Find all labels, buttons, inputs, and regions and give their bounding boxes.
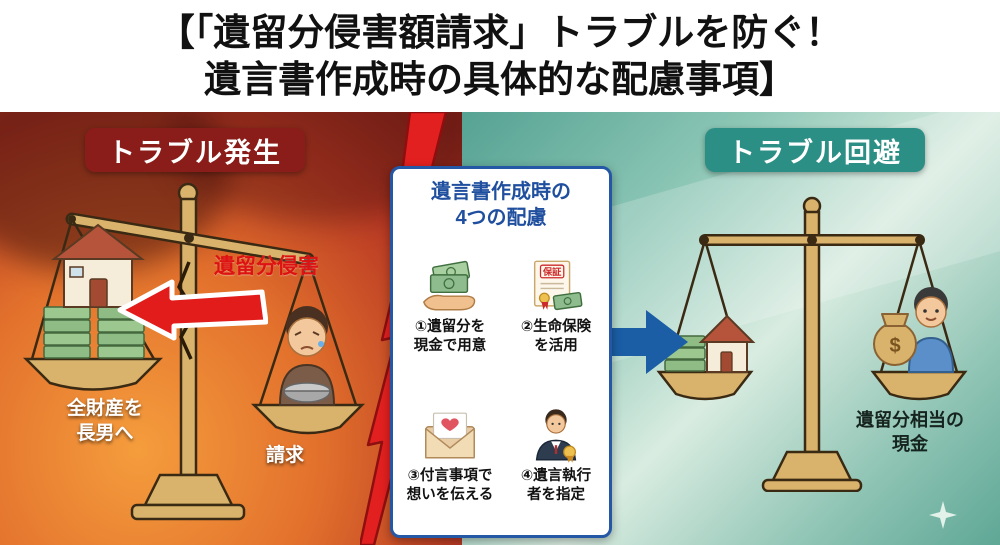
page-title-line2: 遺言書作成時の具体的な配慮事項】 [204, 59, 796, 100]
balanced-scale-illustration: $ [656, 196, 968, 492]
assets-label: 全財産を 長男へ [66, 398, 143, 444]
claim-arrow-icon [117, 279, 268, 341]
consideration-item-executor: ④遺言執行 者を指定 [505, 407, 607, 504]
avoid-badge: トラブル回避 [705, 128, 925, 172]
house-icon [51, 223, 145, 308]
flow-arrow-icon [598, 310, 688, 374]
money-hand-icon [423, 260, 476, 311]
consideration-label: ③付言事項で 想いを伝える [406, 467, 494, 503]
sparkle-icon [929, 501, 957, 529]
consideration-item-insurance: 保証 ②生命保険 を活用 [505, 258, 607, 355]
title-header: 【「遺留分侵害額請求」トラブルを防ぐ！ 遺言書作成時の具体的な配慮事項】 [0, 0, 1000, 112]
money-bag-icon: $ [873, 313, 917, 366]
insurance-certificate-icon: 保証 [533, 260, 583, 311]
guarantee-text: 保証 [542, 266, 562, 277]
consideration-item-letter: ③付言事項で 想いを伝える [399, 407, 501, 504]
happy-person-icon [907, 287, 955, 373]
consideration-label: ①遺留分を 現金で用意 [413, 318, 487, 354]
crying-person-icon [278, 306, 336, 406]
claim-label: 請求 [265, 445, 304, 466]
card-title: 遺言書作成時の 4つの配慮 [431, 181, 571, 229]
cash-label: 遺留分相当の 現金 [856, 410, 964, 455]
trouble-badge: トラブル発生 [85, 128, 305, 172]
considerations-grid: ①遺留分を 現金で用意 保証 [399, 235, 603, 527]
main-area: トラブル発生 トラブル回避 [0, 112, 1000, 545]
consideration-label: ④遺言執行 者を指定 [520, 467, 592, 503]
considerations-card: 遺言書作成時の 4つの配慮 ①遺留分を [390, 166, 612, 538]
dollar-symbol: $ [889, 335, 900, 357]
house-icon [698, 314, 756, 373]
consideration-label: ②生命保険 を活用 [520, 318, 592, 354]
consideration-item-cash: ①遺留分を 現金で用意 [399, 258, 501, 355]
love-letter-icon [425, 412, 475, 459]
infringement-label: 遺留分侵害 [214, 255, 319, 278]
tilted-scale-illustration [22, 182, 366, 521]
executor-icon [535, 409, 577, 463]
page-title-line1: 【「遺留分侵害額請求」トラブルを防ぐ！ [157, 11, 843, 53]
